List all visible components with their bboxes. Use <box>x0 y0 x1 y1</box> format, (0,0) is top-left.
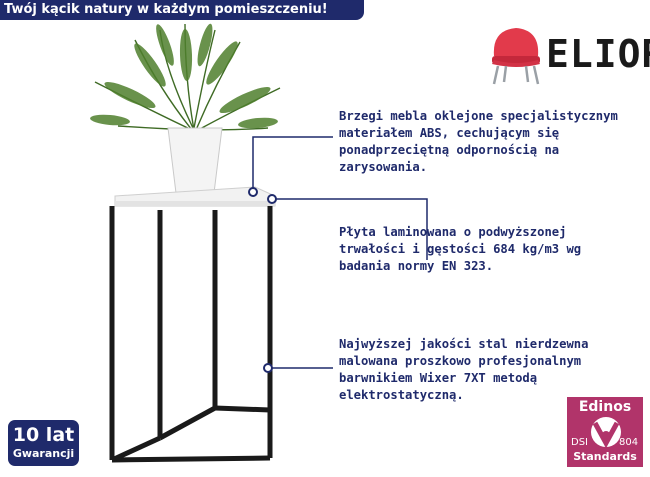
brand-logo: ELIOR <box>486 22 650 92</box>
callout-dots <box>248 187 277 373</box>
warranty-badge: 10 lat Gwarancji <box>8 420 79 466</box>
warranty-years: 10 lat <box>12 424 75 446</box>
brand-name: ELIOR <box>546 32 650 76</box>
edinos-certificate-badge: Edinos DSI 804 Standards <box>567 397 643 467</box>
feature-laminate-board: Płyta laminowana o podwyższonej trwałośc… <box>339 225 582 273</box>
flower-pot <box>167 127 223 194</box>
certificate-check-icon <box>591 417 621 449</box>
warranty-label: Gwarancji <box>12 447 75 460</box>
tagline-banner: Twój kącik natury w każdym pomieszczeniu… <box>0 0 364 20</box>
certificate-subtitle: Standards <box>573 450 637 463</box>
steel-frame <box>109 206 273 463</box>
certificate-right-code: 804 <box>619 437 639 448</box>
feature-abs-edges: Brzegi mebla oklejone specjalistycznym m… <box>339 109 618 174</box>
certificate-left-code: DSI <box>571 437 588 448</box>
callout-lines <box>252 136 428 369</box>
chair-icon <box>492 28 540 85</box>
certificate-name: Edinos <box>578 399 632 415</box>
feature-steel-frame: Najwyższej jakości stal nierdzewna malow… <box>339 337 589 402</box>
tagline-text: Twój kącik natury w każdym pomieszczeniu… <box>4 2 328 17</box>
